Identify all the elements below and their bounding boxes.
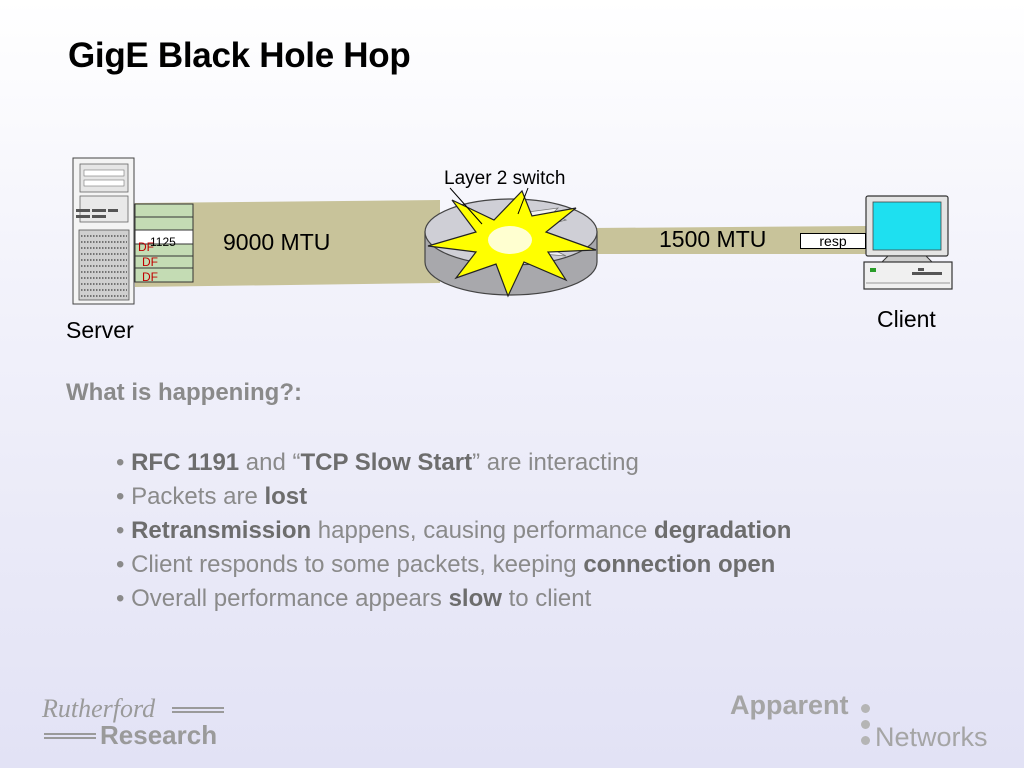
logo-dot	[861, 704, 870, 713]
bullet-item: • RFC 1191 and “TCP Slow Start” are inte…	[116, 446, 791, 480]
bullet-item: • Overall performance appears slow to cl…	[116, 582, 791, 616]
df-flag: DF	[138, 240, 154, 254]
packet-size-label: 1125	[150, 235, 176, 249]
bullet-emphasis: lost	[264, 483, 308, 510]
link-1500-mtu-label: 1500 MTU	[659, 226, 767, 252]
packet	[134, 267, 194, 283]
logo-networks-text: Networks	[875, 722, 988, 752]
logo-rutherford-text: Rutherford	[42, 694, 156, 723]
bullet-emphasis: Retransmission	[131, 517, 312, 544]
slide-title: GigE Black Hole Hop	[68, 36, 411, 75]
logo-dot	[861, 720, 870, 729]
bullet-emphasis: connection open	[583, 551, 776, 578]
response-packet: resp	[800, 233, 866, 249]
link-9000-mtu	[135, 200, 440, 287]
switch-pointer	[517, 187, 529, 215]
bullet-emphasis: degradation	[654, 517, 792, 544]
section-heading: What is happening?:	[66, 379, 302, 406]
bullet-item: • Packets are lost	[116, 480, 791, 514]
logo-dot	[861, 736, 870, 745]
bullet-list: • RFC 1191 and “TCP Slow Start” are inte…	[116, 446, 791, 616]
bullet-text: •	[116, 449, 132, 476]
rutherford-research-logo: Rutherford Research	[42, 694, 242, 754]
bullet-text: and “	[239, 449, 301, 476]
logo-rule	[44, 733, 96, 739]
burst-core	[488, 226, 532, 254]
df-flag: DF	[142, 255, 158, 269]
bullet-emphasis: TCP Slow Start	[300, 449, 473, 476]
bullet-text: to client	[501, 585, 592, 612]
bullet-item: • Retransmission happens, causing perfor…	[116, 514, 791, 548]
switch-pointer	[449, 187, 483, 225]
server-label: Server	[66, 317, 134, 343]
bullet-text: • Packets are	[116, 483, 265, 510]
bullet-text: • Client responds to some packets, keepi…	[116, 551, 584, 578]
logo-apparent-text: Apparent	[730, 690, 849, 720]
network-diagram	[72, 157, 953, 305]
bullet-item: • Client responds to some packets, keepi…	[116, 548, 791, 582]
bullet-emphasis: slow	[448, 585, 502, 612]
link-9000-mtu-label: 9000 MTU	[223, 229, 331, 255]
bullet-text: •	[116, 517, 132, 544]
link-1500-mtu	[592, 226, 868, 254]
packet	[134, 216, 194, 231]
client-label: Client	[877, 306, 936, 332]
logo-research-text: Research	[100, 720, 218, 750]
bullet-text: ” are interacting	[472, 449, 639, 476]
bullet-emphasis: RFC 1191	[131, 449, 240, 476]
bullet-text: • Overall performance appears	[116, 585, 449, 612]
packet-stack	[134, 203, 194, 283]
logo-rule	[172, 707, 224, 713]
bullet-text: happens, causing performance	[311, 517, 655, 544]
packet	[134, 203, 194, 218]
client-computer-icon	[863, 195, 953, 290]
apparent-networks-logo: Apparent Networks	[730, 690, 1010, 760]
df-flag: DF	[142, 270, 158, 284]
switch-label: Layer 2 switch	[444, 168, 566, 189]
server-icon	[72, 157, 135, 305]
